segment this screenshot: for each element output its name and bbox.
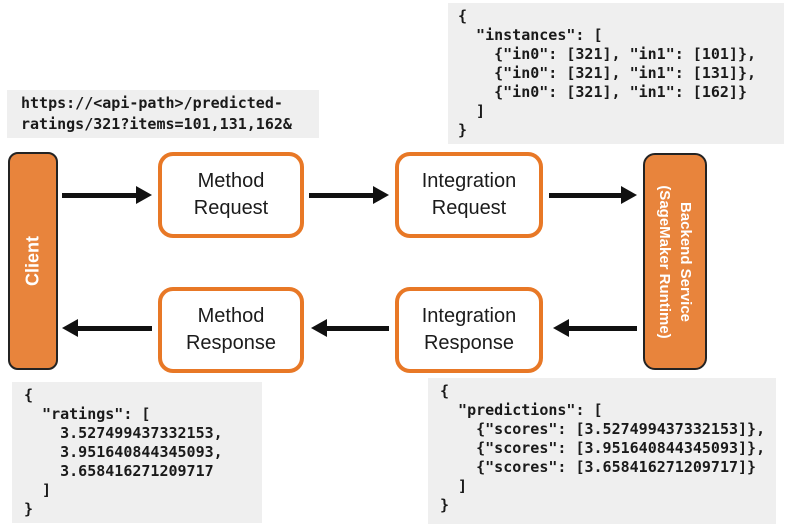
integration-request-label-line1: Integration	[421, 170, 517, 192]
backend-service-label-line2: (SageMaker Runtime)	[656, 184, 673, 339]
instances-json-code-panel: { "instances": [ {"in0": [321], "in1": […	[448, 3, 784, 144]
integration-response-label-line2: Response	[423, 332, 515, 354]
arrow-shaft	[569, 325, 637, 331]
backend-service-node: Backend Service (SageMaker Runtime)	[643, 153, 707, 370]
ratings-json-code-panel: { "ratings": [ 3.527499437332153, 3.9516…	[12, 382, 262, 523]
method-response-label-line1: Method	[197, 305, 265, 327]
integration-response-node: Integration Response	[395, 287, 543, 373]
arrow-method-response-to-client-icon	[62, 319, 152, 337]
arrow-client-to-method-request-icon	[62, 186, 152, 204]
integration-request-label-line2: Request	[431, 197, 507, 219]
arrow-shaft	[78, 325, 152, 331]
method-request-node: Method Request	[158, 152, 304, 238]
arrow-shaft	[549, 192, 621, 198]
arrow-head-left-icon	[62, 319, 78, 337]
arrow-head-left-icon	[311, 319, 327, 337]
method-response-node: Method Response	[158, 287, 304, 373]
arrow-integration-request-to-backend-icon	[549, 186, 637, 204]
method-response-label-line2: Response	[185, 332, 277, 354]
arrow-head-right-icon	[136, 186, 152, 204]
predictions-json-code-panel: { "predictions": [ {"scores": [3.5274994…	[428, 378, 776, 524]
arrow-method-request-to-integration-request-icon	[309, 186, 389, 204]
arrow-shaft	[62, 192, 136, 198]
arrow-backend-to-integration-response-icon	[553, 319, 637, 337]
client-node: Client	[8, 152, 58, 370]
arrow-head-right-icon	[621, 186, 637, 204]
method-request-label-line1: Method	[197, 170, 265, 192]
arrow-head-left-icon	[553, 319, 569, 337]
backend-service-label-line1: Backend Service	[677, 201, 694, 322]
arrow-shaft	[309, 192, 373, 198]
client-node-label: Client	[22, 235, 43, 287]
integration-response-label-line1: Integration	[421, 305, 517, 327]
arrow-shaft	[327, 325, 389, 331]
request-url-code-panel: https://<api-path>/predicted- ratings/32…	[7, 90, 319, 138]
integration-request-node: Integration Request	[395, 152, 543, 238]
method-request-label-line2: Request	[193, 197, 269, 219]
backend-service-node-label: Backend Service (SageMaker Runtime)	[654, 185, 696, 338]
arrow-head-right-icon	[373, 186, 389, 204]
arrow-integration-response-to-method-response-icon	[311, 319, 389, 337]
